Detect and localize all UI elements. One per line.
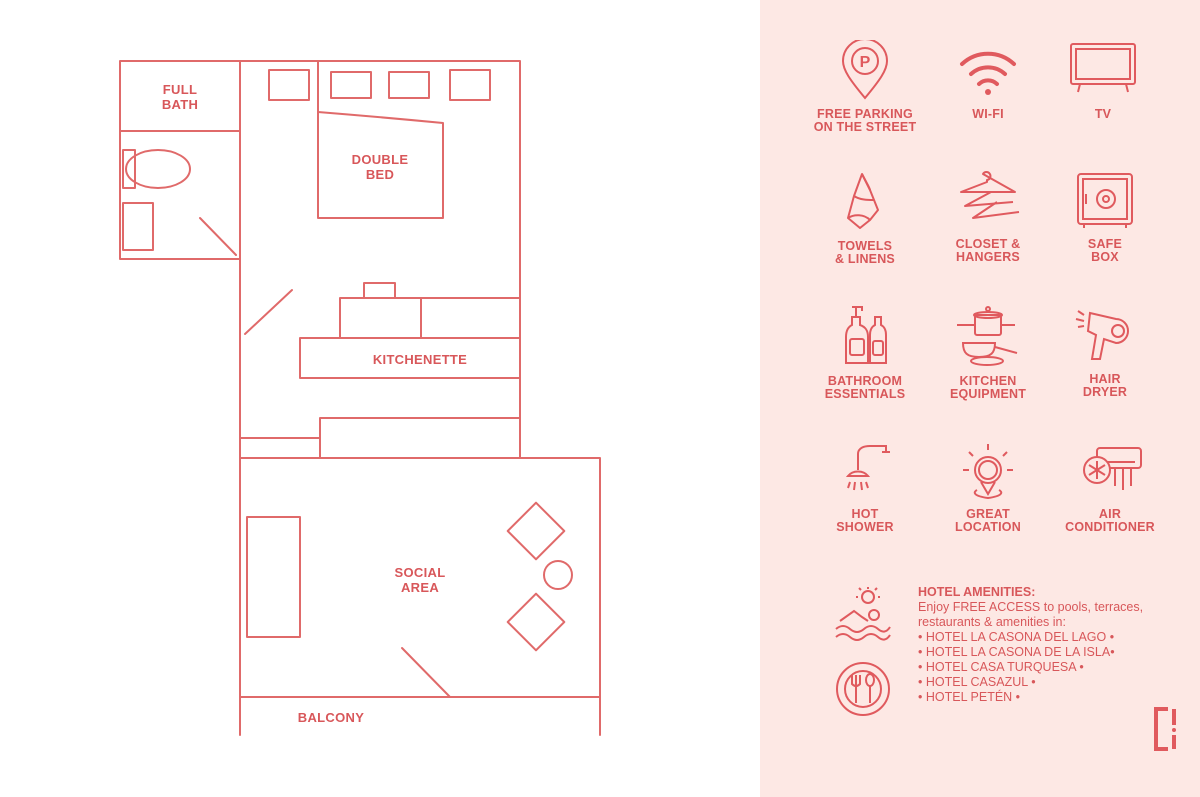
parking-pin-icon: P: [841, 40, 889, 100]
amenity-label: TOWELS & LINENS: [835, 239, 895, 266]
dining-plate-icon: [836, 662, 890, 716]
hangers-icon: [960, 171, 1020, 219]
hotel-amenities-title: HOTEL AMENITIES:: [918, 585, 1036, 599]
hotel-amenities-intro: Enjoy FREE ACCESS to pools, terraces, re…: [918, 600, 1144, 629]
hotel-list-item: • HOTEL LA CASONA DE LA ISLA•: [918, 645, 1115, 659]
room-label-social-area: SOCIAL AREA: [394, 565, 446, 595]
amenity-label: KITCHEN EQUIPMENT: [949, 374, 1027, 401]
bottles-icon: [845, 306, 887, 364]
room-label-double-bed: DOUBLE BED: [351, 152, 409, 182]
social-walls: [239, 457, 601, 736]
amenity-label: AIR CONDITIONER: [1065, 507, 1155, 534]
pillow-4: [449, 69, 491, 101]
amenity-label: FREE PARKING ON THE STREET: [813, 107, 917, 134]
towel-icon: [847, 173, 879, 229]
amenity-bathroom: BATHROOM ESSENTIALS: [800, 303, 930, 401]
amenities-panel: [760, 0, 1200, 797]
bath-door: [199, 217, 237, 256]
armchair-2: [506, 592, 566, 652]
room-label-balcony: BALCONY: [297, 710, 365, 725]
toilet: [125, 149, 191, 189]
amenity-label: SAFE BOX: [1087, 237, 1123, 264]
room-label-kitchenette: KITCHENETTE: [372, 352, 468, 367]
amenity-towels: TOWELS & LINENS: [800, 170, 930, 266]
amenity-location: GREAT LOCATION: [923, 440, 1053, 534]
room-label-full-bath: FULL BATH: [161, 82, 199, 112]
amenity-shower: HOT SHOWER: [800, 440, 930, 534]
kitchen-counter-top: [339, 297, 521, 339]
amenity-label: CLOSET & HANGERS: [955, 237, 1021, 264]
amenity-tv: TV: [1038, 40, 1168, 121]
side-table: [543, 560, 573, 590]
pillow-3: [388, 71, 430, 99]
hotel-list-item: • HOTEL LA CASONA DEL LAGO •: [918, 630, 1115, 644]
amenity-label: GREAT LOCATION: [955, 507, 1021, 534]
amenity-label: WI-FI: [972, 107, 1004, 121]
toilet-tank: [122, 149, 136, 189]
shower-icon: [845, 445, 890, 491]
hotel-amenities: HOTEL AMENITIES: Enjoy FREE ACCESS to po…: [918, 585, 1188, 705]
amenity-safe: SAFE BOX: [1040, 170, 1170, 264]
svg-text:P: P: [860, 54, 871, 71]
amenity-label: BATHROOM ESSENTIALS: [824, 374, 906, 401]
amenity-kitchen: KITCHEN EQUIPMENT: [923, 303, 1053, 401]
tv-icon: [1070, 43, 1136, 93]
amenity-label: HAIR DRYER: [1082, 372, 1128, 399]
amenity-closet: CLOSET & HANGERS: [923, 168, 1053, 264]
hotel-list: • HOTEL LA CASONA DEL LAGO • • HOTEL LA …: [918, 630, 1188, 705]
main-walls: [239, 60, 521, 459]
door-logo-icon: [1154, 707, 1176, 751]
amenity-wifi: WI-FI: [923, 40, 1053, 121]
armchair-1: [506, 501, 566, 561]
amenity-label: TV: [1094, 107, 1112, 121]
pillow-1: [268, 69, 310, 101]
amenity-free-parking: P FREE PARKING ON THE STREET: [800, 40, 930, 134]
cookware-icon: [957, 306, 1018, 366]
amenity-ac: AIR CONDITIONER: [1045, 440, 1175, 534]
hotel-list-item: • HOTEL CASA TURQUESA •: [918, 660, 1084, 674]
wifi-icon: [960, 51, 1016, 95]
bedroom-door: [244, 289, 293, 335]
kitchen-counter: [299, 337, 521, 379]
hotel-list-item: • HOTEL CASAZUL •: [918, 675, 1036, 689]
amenity-label: HOT SHOWER: [836, 507, 894, 534]
balcony-door: [401, 647, 451, 698]
pillow-2: [330, 71, 372, 99]
air-conditioner-icon: [1083, 447, 1142, 490]
sofa: [246, 516, 301, 638]
bed: [317, 60, 444, 219]
amenity-hairdryer: HAIR DRYER: [1040, 303, 1170, 399]
floor-plan: [119, 60, 601, 736]
hair-dryer-icon: [1075, 310, 1129, 360]
safe-icon: [1077, 173, 1133, 228]
hotel-list-item: • HOTEL PETÉN •: [918, 690, 1021, 704]
swimmer-icon: [835, 587, 891, 641]
location-sun-icon: [963, 444, 1013, 500]
kitchen-lower-counter: [319, 417, 521, 459]
kitchen-appliance: [363, 282, 396, 299]
sink: [122, 202, 154, 251]
